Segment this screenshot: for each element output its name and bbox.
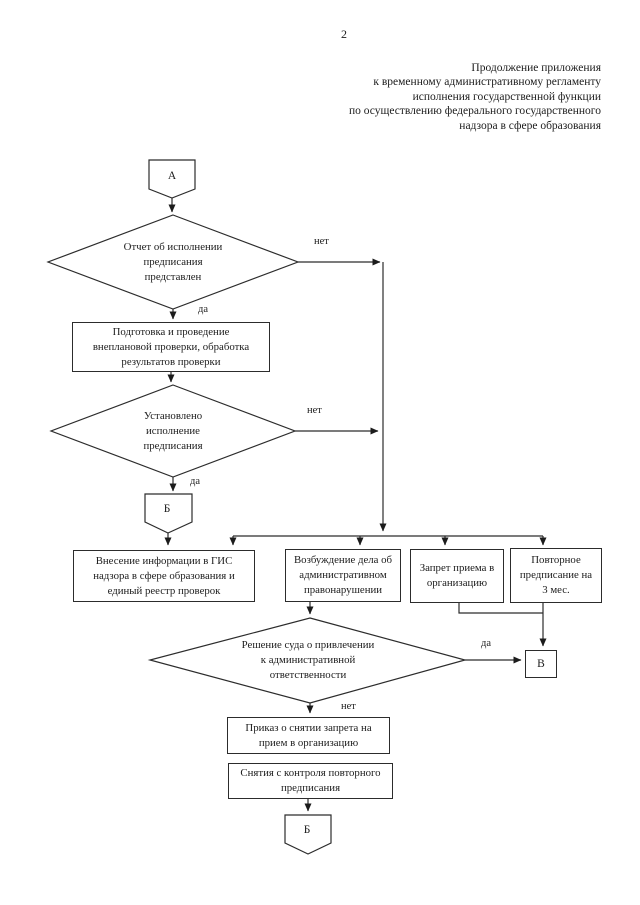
edge-label-yes-court: да bbox=[481, 638, 492, 649]
text-line: Подготовка и проведение bbox=[112, 325, 230, 338]
connector-a-label: А bbox=[167, 170, 177, 182]
header-line: к временному административному регламент… bbox=[373, 76, 601, 89]
text-line: прием в организацию bbox=[258, 736, 359, 749]
text-line: Повторное bbox=[531, 554, 581, 566]
connector-b-top-label: Б bbox=[163, 503, 171, 515]
header-line: исполнения государственной функции bbox=[412, 90, 601, 103]
text-line: к административной bbox=[260, 654, 356, 666]
text-line: внеплановой проверки, обработка bbox=[92, 340, 250, 353]
decision-court-decision-text: Решение суда о привлечении к администрат… bbox=[213, 638, 403, 683]
decision-report-submitted-shape bbox=[46, 214, 300, 310]
connector-lines bbox=[164, 198, 547, 812]
connector-v-label: В bbox=[537, 658, 545, 670]
text-line: Приказ о снятии запрета на bbox=[245, 721, 372, 734]
text-line: Возбуждение дела об bbox=[293, 554, 393, 566]
process-repeat-order: Повторное предписание на 3 мес. bbox=[510, 548, 602, 603]
process-ban-lift-order: Приказ о снятии запрета на прием в орган… bbox=[227, 717, 390, 754]
text-line: организацию bbox=[426, 577, 488, 589]
process-admission-ban: Запрет приема в организацию bbox=[410, 549, 504, 603]
text-line: единый реестр проверок bbox=[107, 584, 221, 597]
text-line: предписания bbox=[143, 440, 203, 452]
header-line: по осуществлению федерального государств… bbox=[348, 105, 601, 118]
offpage-connector-b-top-shape bbox=[144, 493, 193, 534]
header-line: Продолжение приложения bbox=[471, 62, 601, 74]
decision-court-decision-shape bbox=[147, 617, 468, 704]
text-line: исполнение bbox=[146, 425, 200, 437]
process-unscheduled-check: Подготовка и проведение внеплановой пров… bbox=[72, 322, 270, 372]
edge-label-yes-compliance: да bbox=[190, 476, 201, 487]
edge-label-yes-report: да bbox=[198, 304, 209, 315]
text-line: административном bbox=[299, 569, 387, 581]
text-line: Запрет приема в bbox=[419, 562, 495, 574]
connector-v: В bbox=[525, 650, 557, 678]
process-admin-case: Возбуждение дела об административном пра… bbox=[285, 549, 401, 602]
edge-label-no-report: нет bbox=[314, 236, 329, 247]
process-control-removal: Снятия с контроля повторного предписания bbox=[228, 763, 393, 799]
connector-b-bottom-label: Б bbox=[303, 824, 311, 836]
offpage-connector-a-shape bbox=[148, 159, 196, 199]
text-line: предписание на bbox=[519, 569, 593, 581]
decision-compliance-established-shape bbox=[49, 384, 297, 478]
process-gis-entry: Внесение информации в ГИС надзора в сфер… bbox=[73, 550, 255, 602]
text-line: Внесение информации в ГИС bbox=[95, 554, 233, 567]
text-line: ответственности bbox=[269, 669, 347, 681]
text-line: Отчет об исполнении bbox=[123, 241, 223, 253]
offpage-connector-b-bottom-shape bbox=[284, 814, 332, 855]
text-line: представлен bbox=[144, 271, 202, 283]
header-line: надзора в сфере образования bbox=[459, 119, 601, 132]
edge-label-no-court: нет bbox=[341, 701, 356, 712]
text-line: результатов проверки bbox=[121, 355, 221, 368]
text-line: предписания bbox=[280, 782, 341, 794]
text-line: Снятия с контроля повторного bbox=[240, 767, 381, 779]
text-line: предписания bbox=[143, 256, 203, 268]
decision-compliance-established-text: Установлено исполнение предписания bbox=[103, 409, 243, 454]
text-line: 3 мес. bbox=[542, 584, 570, 596]
document-header: Продолжение приложения к временному адми… bbox=[201, 61, 601, 133]
page-number: 2 bbox=[341, 27, 347, 41]
decision-report-submitted-text: Отчет об исполнении предписания представ… bbox=[88, 240, 258, 285]
edge-label-no-compliance: нет bbox=[307, 405, 322, 416]
text-line: Установлено bbox=[143, 410, 203, 422]
text-line: правонарушении bbox=[303, 584, 383, 596]
text-line: надзора в сфере образования и bbox=[93, 569, 235, 582]
text-line: Решение суда о привлечении bbox=[241, 639, 375, 651]
